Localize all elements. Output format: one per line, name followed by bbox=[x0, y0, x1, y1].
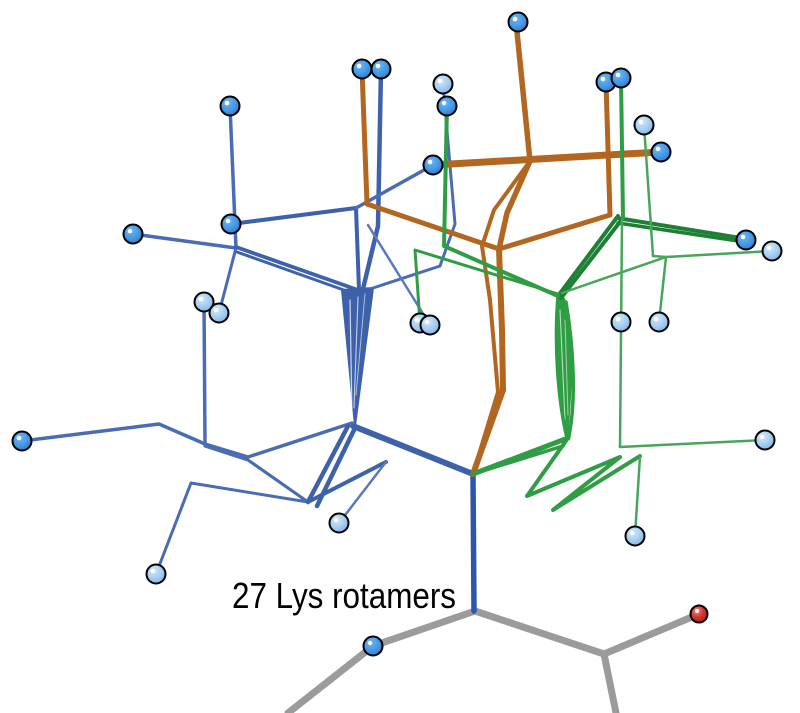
svg-text:27 Lys rotamers: 27 Lys rotamers bbox=[232, 575, 456, 616]
